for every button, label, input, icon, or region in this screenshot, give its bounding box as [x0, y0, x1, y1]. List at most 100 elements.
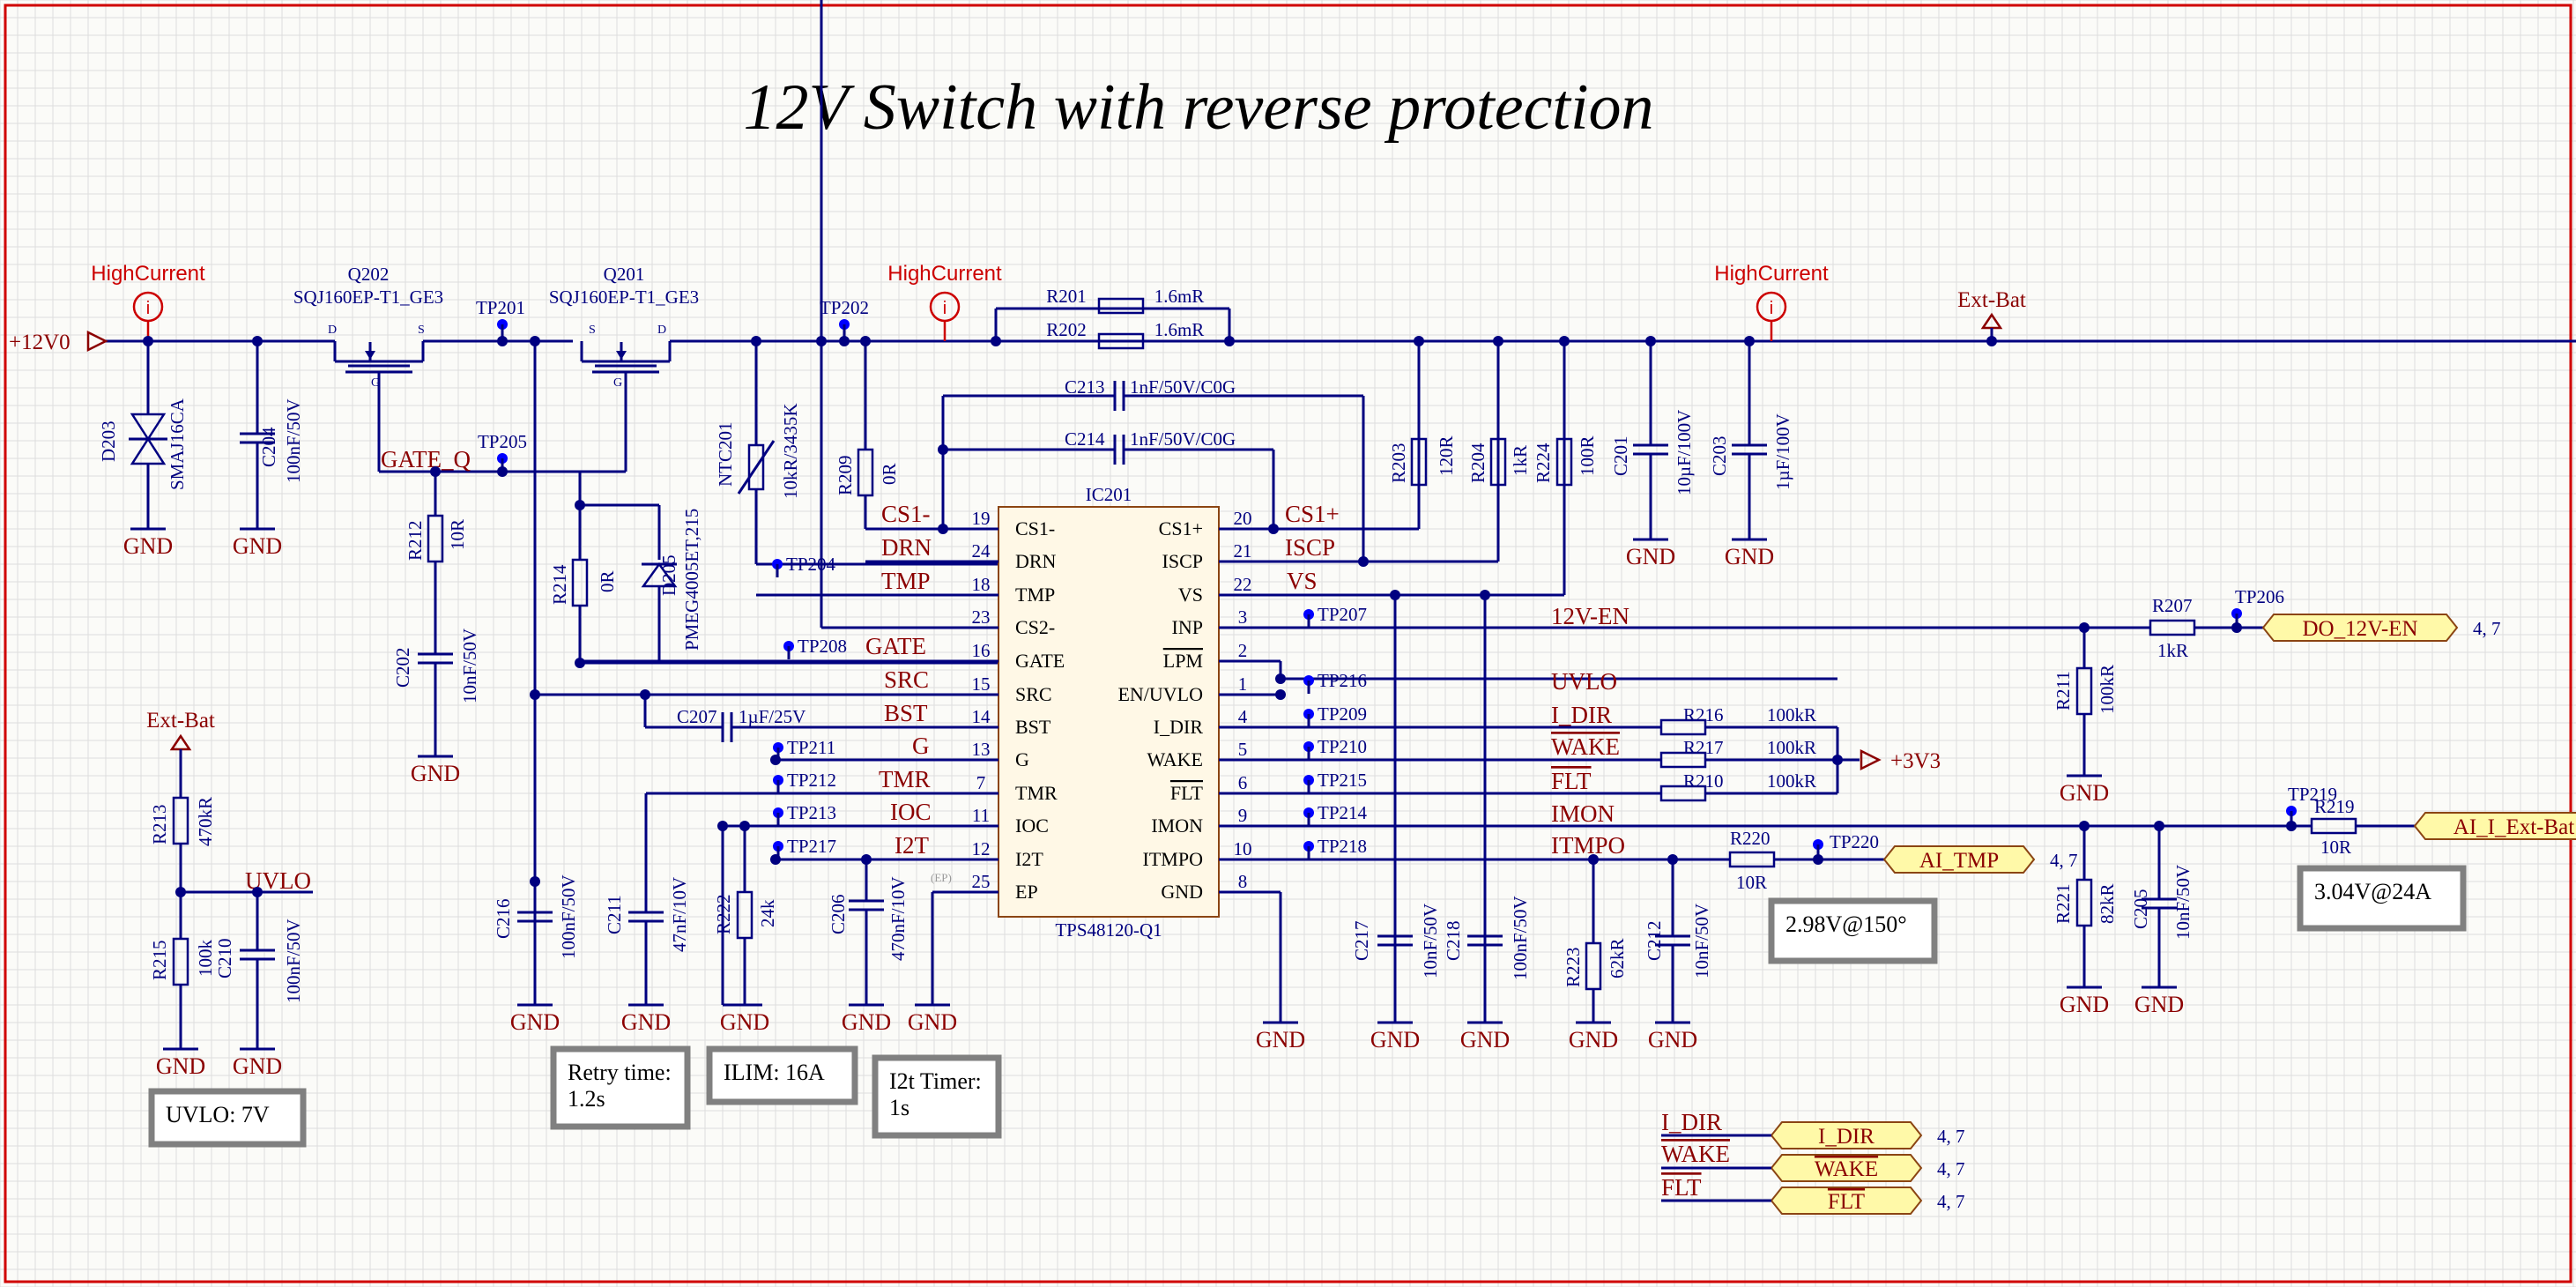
svg-text:FLT: FLT — [1551, 768, 1592, 794]
ic-right-pin-label: ITMPO — [1143, 848, 1203, 870]
svg-text:TP215: TP215 — [1318, 770, 1367, 791]
svg-text:G: G — [613, 376, 622, 390]
testpoint-tp211: TP211 — [773, 737, 835, 761]
svg-text:C204: C204 — [258, 427, 279, 467]
note-ilim: ILIM: 16A — [706, 1045, 858, 1105]
svg-text:GND: GND — [1370, 1027, 1420, 1053]
junction-dot — [717, 821, 728, 831]
junction-dot — [530, 689, 540, 700]
svg-text:10nF/50V: 10nF/50V — [1420, 904, 1441, 978]
ic-right-pin-label: GND — [1161, 881, 1203, 903]
ic-left-pin-number: 11 — [972, 805, 990, 826]
d203-tvs-diode: D203 SMAJ16CA — [98, 341, 188, 529]
junction-dot — [252, 336, 263, 346]
junction-dot — [430, 466, 441, 477]
gnd-symbol: GND — [156, 1040, 205, 1079]
junction-dot — [1480, 590, 1490, 600]
svg-text:TP220: TP220 — [1830, 831, 1879, 852]
svg-text:12V-EN: 12V-EN — [1551, 603, 1629, 629]
right-net-labels: 12V-EN UVLO I_DIR WAKE FLT IMON ITMPO — [1551, 603, 1629, 859]
highcurrent-marker-3: HighCurrent i — [1714, 262, 1829, 341]
svg-text:ILIM: 16A: ILIM: 16A — [724, 1060, 825, 1085]
svg-text:C202: C202 — [392, 647, 413, 688]
svg-text:10nF/50V: 10nF/50V — [1691, 904, 1712, 978]
svg-text:WAKE: WAKE — [1661, 1141, 1730, 1167]
gnd-symbol: GND — [123, 520, 173, 559]
note-i2t: I2t Timer:1s — [872, 1054, 1002, 1139]
junction-dot — [575, 658, 585, 668]
svg-text:10kR/3435K: 10kR/3435K — [780, 403, 801, 499]
svg-text:GND: GND — [233, 533, 282, 559]
svg-text:3.04V@24A: 3.04V@24A — [2314, 879, 2431, 904]
ic-right-pin-number: 1 — [1238, 673, 1248, 695]
pullup-resistors: R216 100kR R217 100kR R210 100kR +3V3 — [1659, 704, 1941, 802]
junction-dot — [1390, 590, 1400, 600]
right-pin-wires — [1219, 595, 2278, 1023]
note-temp: 2.98V@150° — [1768, 897, 1938, 964]
svg-text:10nF/50V: 10nF/50V — [2172, 865, 2194, 940]
info-icon: i — [1770, 299, 1773, 318]
highcurrent-marker-2: HighCurrent i — [887, 262, 1002, 341]
svg-text:HighCurrent: HighCurrent — [91, 262, 205, 286]
gnd-symbol: GND — [510, 996, 560, 1035]
svg-text:IC201: IC201 — [1086, 484, 1132, 505]
q202-mosfet: Q202 SQJ160EP-T1_GE3 D S G — [293, 264, 443, 472]
svg-text:R221: R221 — [2053, 883, 2074, 924]
testpoint-tp215: TP215 — [1303, 770, 1367, 793]
svg-text:TP205: TP205 — [478, 431, 527, 452]
svg-text:1nF/50V/C0G: 1nF/50V/C0G — [1130, 428, 1236, 450]
svg-text:4, 7: 4, 7 — [1937, 1126, 1965, 1147]
junction-dot — [860, 336, 871, 346]
svg-text:NTC201: NTC201 — [715, 422, 736, 487]
svg-text:AI_TMP: AI_TMP — [1919, 849, 1999, 873]
note-retry: Retry time:1.2s — [550, 1045, 691, 1130]
junction-dot — [1414, 336, 1424, 346]
ic-left-pin-number: 23 — [972, 606, 991, 628]
svg-text:CS1-: CS1- — [881, 501, 931, 527]
junction-dot — [938, 524, 948, 534]
svg-text:TP218: TP218 — [1318, 836, 1367, 857]
gnd-symbol: GND — [842, 996, 891, 1035]
junction-dot — [2079, 622, 2090, 633]
ic-right-pin-label: IMON — [1151, 815, 1203, 837]
svg-text:100R: 100R — [1577, 435, 1598, 476]
svg-text:Ext-Bat: Ext-Bat — [1957, 288, 2026, 312]
svg-text:GND: GND — [2134, 992, 2184, 1017]
junction-dot — [2231, 622, 2242, 633]
ic-left-pin-label: IOC — [1015, 815, 1049, 837]
svg-text:D: D — [328, 324, 337, 337]
svg-text:100nF/50V: 100nF/50V — [1510, 896, 1531, 980]
svg-text:C205: C205 — [2130, 889, 2151, 929]
svg-text:TP211: TP211 — [787, 737, 835, 758]
svg-text:1µF/25V: 1µF/25V — [739, 706, 805, 727]
svg-text:2.98V@150°: 2.98V@150° — [1785, 911, 1907, 937]
svg-text:120R: 120R — [1436, 435, 1457, 476]
junction-dot — [2079, 821, 2090, 831]
svg-text:I2t Timer:: I2t Timer: — [889, 1068, 982, 1094]
port-12v0-label: +12V0 — [9, 331, 71, 354]
gnd-symbol: GND — [1569, 1014, 1618, 1053]
junction-dot — [770, 854, 781, 865]
svg-text:R209: R209 — [835, 455, 856, 495]
junction-dot — [1986, 336, 1997, 346]
svg-text:R222: R222 — [713, 894, 734, 934]
junction-dot — [2154, 821, 2164, 831]
gnd-symbol: GND — [1648, 1014, 1697, 1053]
svg-text:GND: GND — [156, 1053, 205, 1079]
q201-mosfet: Q201 SQJ160EP-T1_GE3 S D G — [549, 264, 699, 472]
svg-text:UVLO: 7V: UVLO: 7V — [166, 1102, 270, 1127]
note-boxes: UVLO: 7V Retry time:1.2s ILIM: 16A I2t Time… — [148, 865, 2467, 1148]
svg-text:C206: C206 — [828, 894, 849, 934]
svg-text:DRN: DRN — [881, 534, 932, 561]
junction-dot — [816, 336, 827, 346]
ic-left-pin-number: 18 — [972, 574, 991, 595]
svg-text:100kR: 100kR — [1767, 770, 1816, 792]
gnd-symbol: GND — [233, 1040, 282, 1079]
junction-dot — [2286, 821, 2297, 831]
svg-text:24k: 24k — [757, 899, 778, 927]
svg-text:TP209: TP209 — [1318, 703, 1367, 725]
svg-text:1kR: 1kR — [1510, 445, 1531, 476]
